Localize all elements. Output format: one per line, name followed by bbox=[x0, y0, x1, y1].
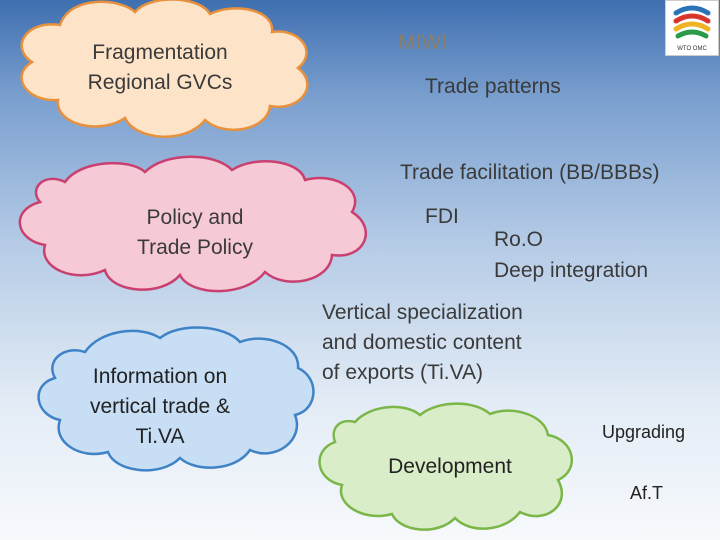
policy-line1: Policy and bbox=[146, 206, 244, 229]
deep-integration-label: Deep integration bbox=[494, 259, 649, 282]
information-line3: Ti.VA bbox=[135, 425, 185, 448]
cloud-information bbox=[37, 326, 315, 472]
information-text: Information on vertical trade & Ti.VA bbox=[55, 362, 265, 452]
wto-logo: WTO OMC bbox=[665, 0, 719, 56]
wto-emblem-icon bbox=[673, 5, 711, 39]
upgrading-label: Upgrading bbox=[602, 422, 686, 442]
cloud-fragmentation bbox=[20, 0, 309, 138]
policy-text: Policy and Trade Policy bbox=[95, 203, 295, 263]
cloud-policy bbox=[18, 155, 367, 293]
logo-caption: WTO OMC bbox=[677, 46, 707, 52]
fdi-label: FDI bbox=[425, 205, 459, 228]
vertical-line1: Vertical specialization bbox=[322, 301, 523, 324]
fragmentation-line2: Regional GVCs bbox=[87, 71, 233, 94]
trade-facilitation-label: Trade facilitation (BB/BBBs) bbox=[400, 161, 660, 184]
development-text: Development bbox=[388, 455, 512, 478]
miwi-label: MIWI bbox=[398, 31, 447, 54]
trade-patterns-label: Trade patterns bbox=[425, 75, 561, 98]
policy-line2: Trade Policy bbox=[137, 236, 253, 259]
roo-label: Ro.O bbox=[494, 228, 544, 251]
aft-label: Af.T bbox=[630, 483, 664, 503]
fragmentation-text: Fragmentation Regional GVCs bbox=[55, 38, 265, 98]
information-line1: Information on bbox=[92, 365, 228, 388]
vertical-line2: and domestic content bbox=[322, 331, 522, 354]
vertical-line3: of exports (Ti.VA) bbox=[322, 361, 484, 384]
fragmentation-line1: Fragmentation bbox=[92, 41, 228, 64]
information-line2: vertical trade & bbox=[89, 395, 231, 418]
cloud-development bbox=[318, 402, 574, 531]
vertical-specialization-text: Vertical specialization and domestic con… bbox=[322, 298, 523, 388]
